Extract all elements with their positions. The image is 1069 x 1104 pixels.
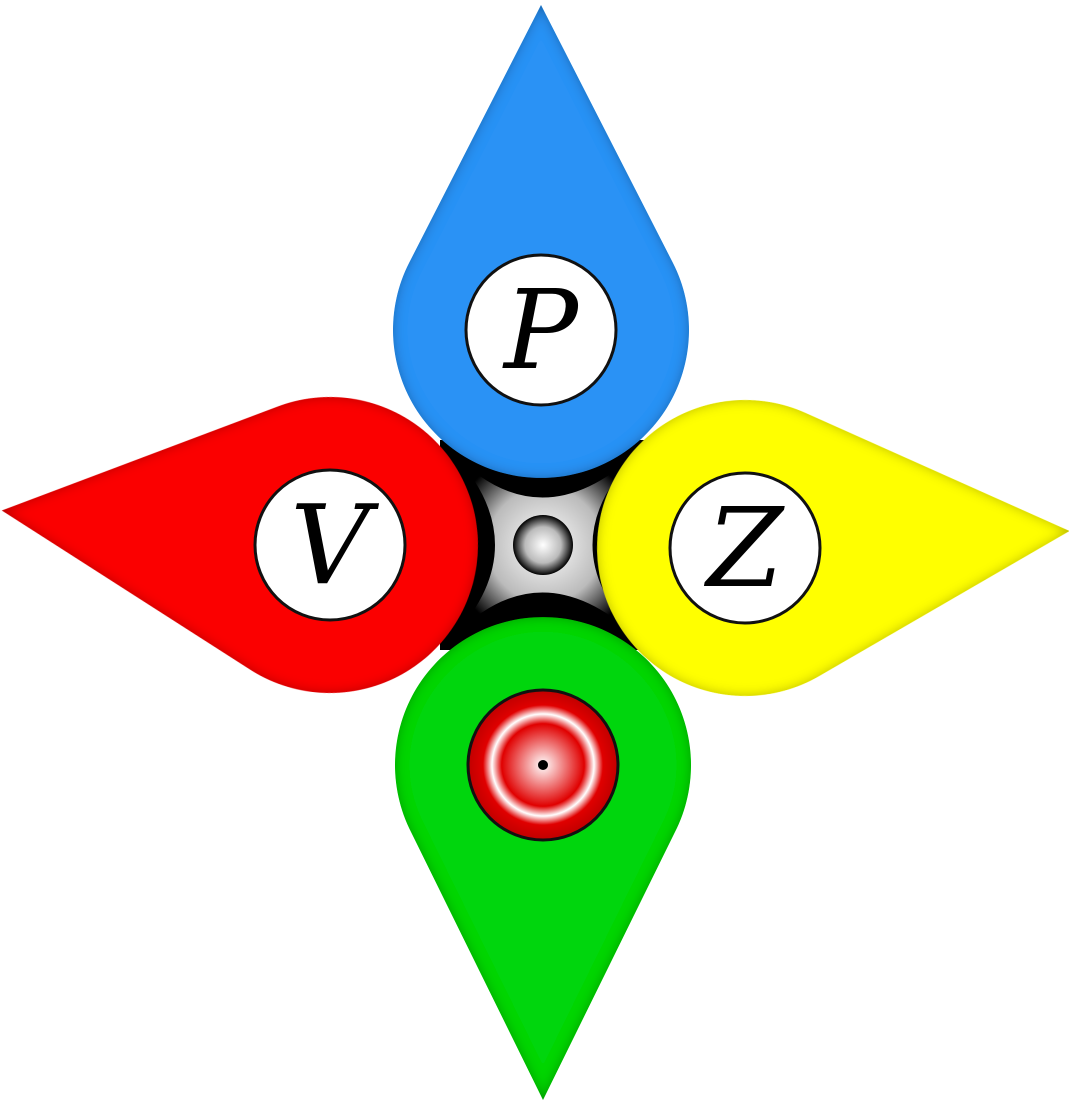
pin-right-z: Z bbox=[597, 400, 1069, 696]
center-star bbox=[440, 440, 645, 650]
pin-bottom-target bbox=[394, 617, 691, 1100]
letter-v: V bbox=[290, 481, 379, 609]
pin-top-p: P bbox=[393, 5, 690, 478]
letter-z: Z bbox=[704, 484, 785, 612]
letter-p: P bbox=[502, 266, 580, 394]
pin-left-v: V bbox=[1, 397, 478, 693]
